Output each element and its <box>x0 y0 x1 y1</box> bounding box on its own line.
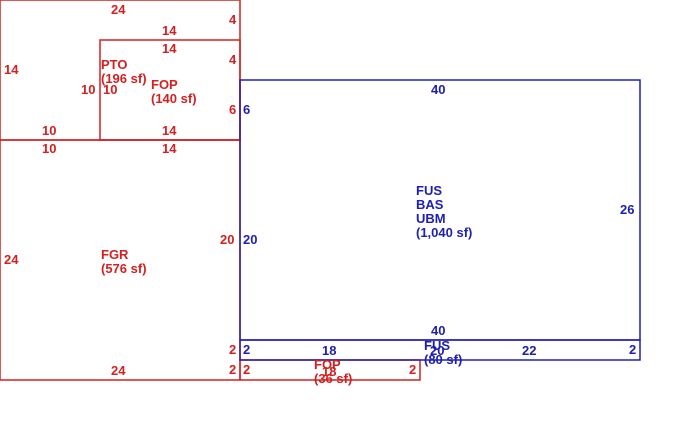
dim-strip-right-2: 2 <box>629 342 636 357</box>
dim-fgr-top-14: 14 <box>162 141 177 156</box>
fgr-area: (576 sf) <box>101 261 147 276</box>
dim-fopl-right-2: 2 <box>409 362 416 377</box>
fop-upper-code: FOP <box>151 77 178 92</box>
dim-fop-bottom-14: 14 <box>162 123 177 138</box>
fus-strip-area: (80 sf) <box>424 352 462 367</box>
fus-main-line3: UBM <box>416 211 446 226</box>
dim-strip-right-22: 22 <box>522 343 536 358</box>
dim-fop-left-10: 10 <box>103 82 117 97</box>
dim-fgr-right-2: 2 <box>229 342 236 357</box>
dim-fop-right-6: 6 <box>229 102 236 117</box>
dim-fop-top-14b: 14 <box>162 41 177 56</box>
fus-strip-code: FUS <box>424 338 450 353</box>
dim-top-24: 24 <box>111 2 126 17</box>
fop-upper-area: (140 sf) <box>151 91 197 106</box>
fus-main-area: (1,040 sf) <box>416 225 472 240</box>
dim-strip-left-2: 2 <box>243 342 250 357</box>
fop-lower-code: FOP <box>314 357 341 372</box>
dim-fus-left-20: 20 <box>243 232 257 247</box>
fgr-code: FGR <box>101 247 129 262</box>
red-outlines <box>0 0 421 381</box>
fus-strip-outline <box>239 339 641 361</box>
dim-fus-bottom-40: 40 <box>431 323 445 338</box>
dim-pto-right-10: 10 <box>81 82 95 97</box>
dim-fus-left-6: 6 <box>243 102 250 117</box>
pto-code: PTO <box>101 57 128 72</box>
fop-lower-area: (36 sf) <box>314 371 352 386</box>
dim-fopl-bottom-18: 18 <box>322 364 336 379</box>
fus-main-line1: FUS <box>416 183 442 198</box>
dim-strip-top-18: 18 <box>322 343 336 358</box>
dim-fop-right-4: 4 <box>229 52 237 67</box>
dim-fus-right-26: 26 <box>620 202 634 217</box>
dim-bottom-24: 24 <box>111 363 126 378</box>
dim-fopl-left-2: 2 <box>243 362 250 377</box>
dim-fgr-top-10: 10 <box>42 141 56 156</box>
blue-outlines <box>239 79 641 361</box>
dim-pto-bottom-10: 10 <box>42 123 56 138</box>
dim-fop-top-14: 14 <box>162 23 177 38</box>
dim-fgr-right-2b: 2 <box>229 362 236 377</box>
pto-area: (196 sf) <box>101 71 147 86</box>
fus-main-line2: BAS <box>416 197 444 212</box>
dim-top-right-4: 4 <box>229 12 237 27</box>
dim-left-24: 24 <box>4 252 19 267</box>
dim-fgr-right-20: 20 <box>220 232 234 247</box>
dim-fus-top-40: 40 <box>431 82 445 97</box>
dim-strip-mid-20: 20 <box>430 343 444 358</box>
dim-left-14: 14 <box>4 62 19 77</box>
